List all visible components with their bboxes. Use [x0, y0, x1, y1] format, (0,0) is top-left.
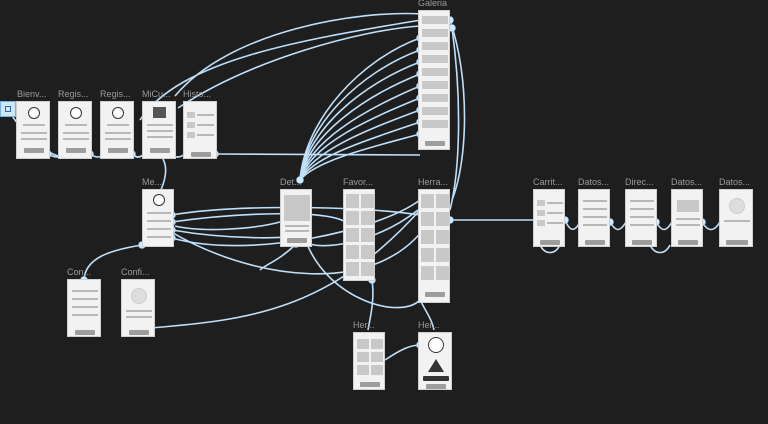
- screen-direccion[interactable]: [625, 189, 657, 247]
- triangle-shape-icon: [428, 359, 444, 372]
- label-historial: Histo...: [183, 89, 212, 99]
- screen-galeria[interactable]: [418, 10, 450, 150]
- label-datos-3: Datos...: [719, 177, 751, 187]
- screen-herramientas[interactable]: [418, 189, 450, 303]
- label-mi-cuenta: MiCu...: [142, 89, 171, 99]
- screen-registro-1[interactable]: [58, 101, 92, 159]
- screen-historial[interactable]: [183, 101, 217, 159]
- screen-bienvenida[interactable]: [16, 101, 50, 159]
- screen-herr-2[interactable]: [353, 332, 385, 390]
- label-datos-1: Datos...: [578, 177, 610, 187]
- screen-config-1[interactable]: [67, 279, 101, 337]
- label-herr-3: Her...: [418, 320, 440, 330]
- label-carrito: Carrit...: [533, 177, 563, 187]
- camera-icon: [153, 107, 166, 118]
- status-icon: [729, 198, 745, 214]
- label-galeria: Galeria: [418, 0, 448, 8]
- avatar-icon: [112, 107, 124, 119]
- label-menu: Me...: [142, 177, 163, 187]
- label-herr-2: Her...: [353, 320, 375, 330]
- screen-config-2[interactable]: [121, 279, 155, 337]
- label-herramientas: Herra...: [418, 177, 449, 187]
- screen-datos-2[interactable]: [671, 189, 703, 247]
- avatar-icon: [70, 107, 82, 119]
- label-config-1: Con...: [67, 267, 92, 277]
- screen-registro-2[interactable]: [100, 101, 134, 159]
- screen-favoritos[interactable]: [343, 189, 375, 281]
- screen-herr-3[interactable]: [418, 332, 452, 390]
- label-config-2: Confi...: [121, 267, 150, 277]
- profile-icon: [131, 288, 147, 304]
- screen-detalle[interactable]: [280, 189, 312, 247]
- label-detalle: Det...: [280, 177, 302, 187]
- label-registro-1: Regis...: [58, 89, 89, 99]
- label-bienvenida: Bienv...: [17, 89, 47, 99]
- avatar-icon: [28, 107, 40, 119]
- label-datos-2: Datos...: [671, 177, 703, 187]
- screen-datos-1[interactable]: [578, 189, 610, 247]
- label-favoritos: Favor...: [343, 177, 374, 187]
- label-direccion: Direc...: [625, 177, 654, 187]
- screen-mi-cuenta[interactable]: [142, 101, 176, 159]
- screen-menu[interactable]: [142, 189, 174, 247]
- screen-carrito[interactable]: [533, 189, 565, 247]
- screen-datos-3[interactable]: [719, 189, 753, 247]
- avatar-icon: [153, 194, 165, 206]
- flow-start-icon[interactable]: [0, 101, 16, 117]
- label-registro-2: Regis...: [100, 89, 131, 99]
- circle-shape-icon: [428, 337, 444, 353]
